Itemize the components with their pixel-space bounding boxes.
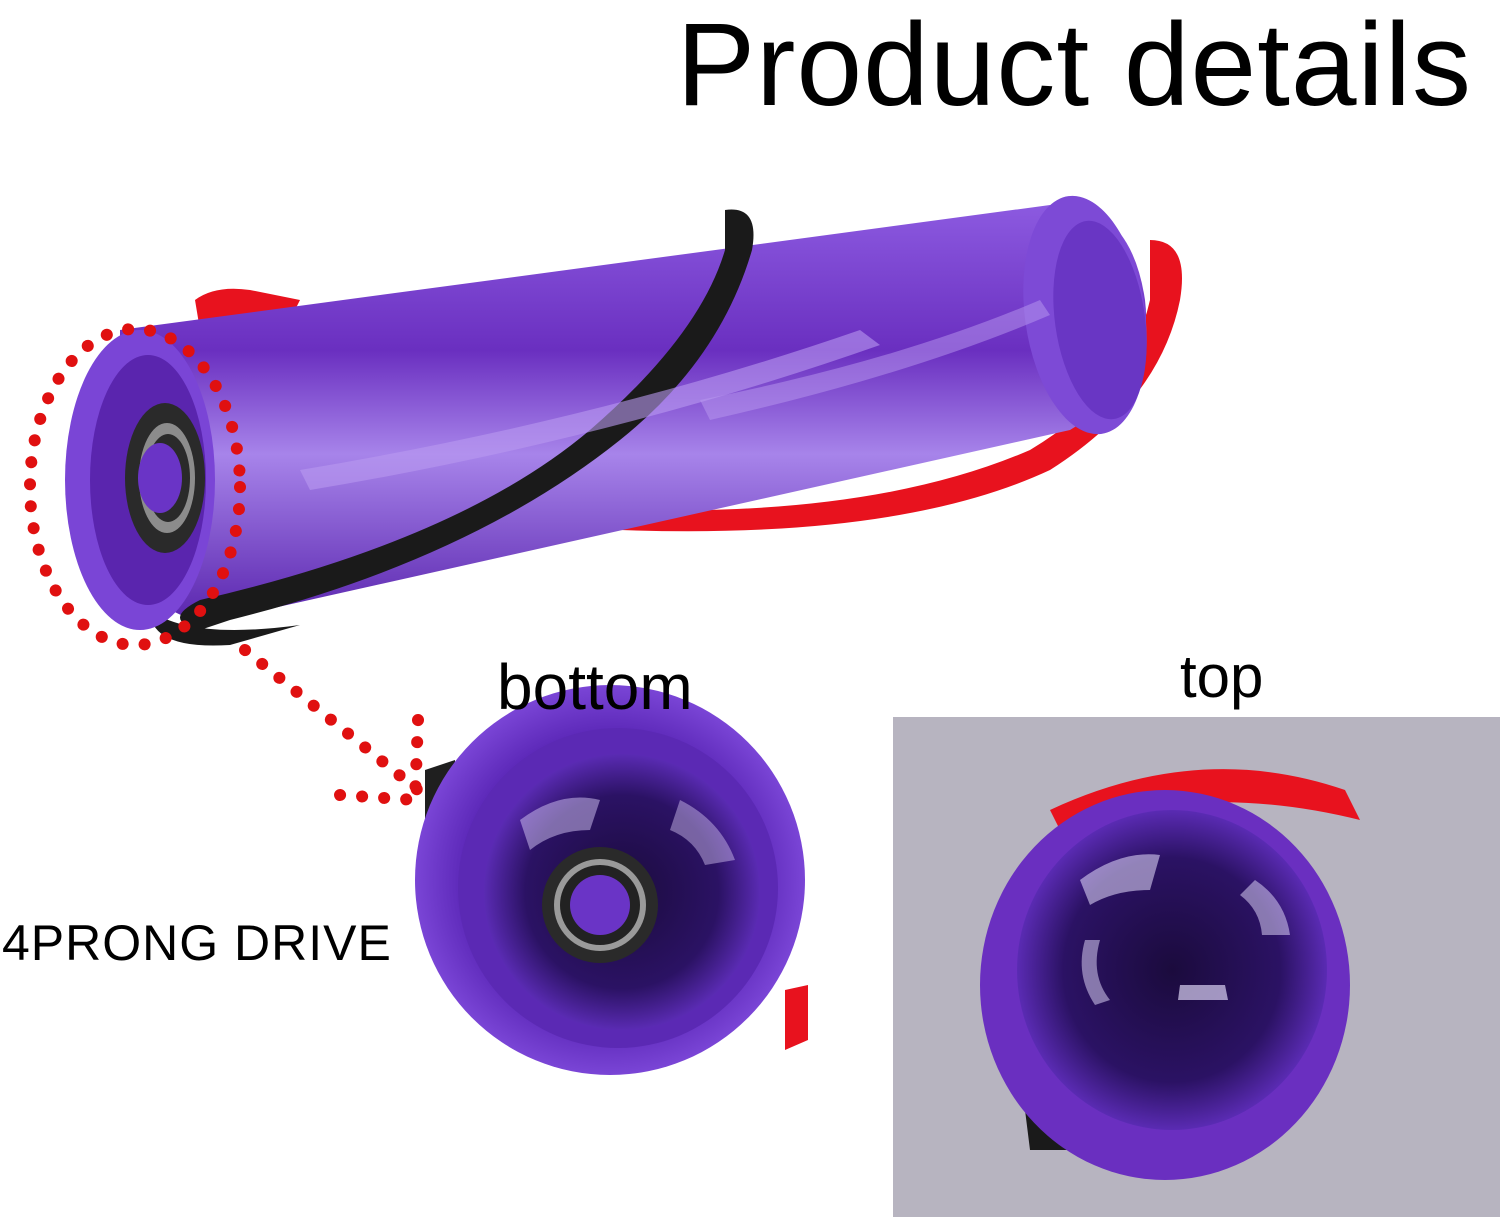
- brush-roller-icon: [65, 195, 1182, 646]
- highlight-dotted-outline: [24, 323, 436, 806]
- bottom-label: bottom: [497, 651, 693, 723]
- roller-bottom-end-icon: [415, 685, 808, 1075]
- page-title: Product details: [676, 0, 1472, 131]
- prong-drive-label: 4PRONG DRIVE: [2, 915, 392, 971]
- roller-top-end-icon: [893, 717, 1500, 1217]
- top-label: top: [1180, 643, 1264, 710]
